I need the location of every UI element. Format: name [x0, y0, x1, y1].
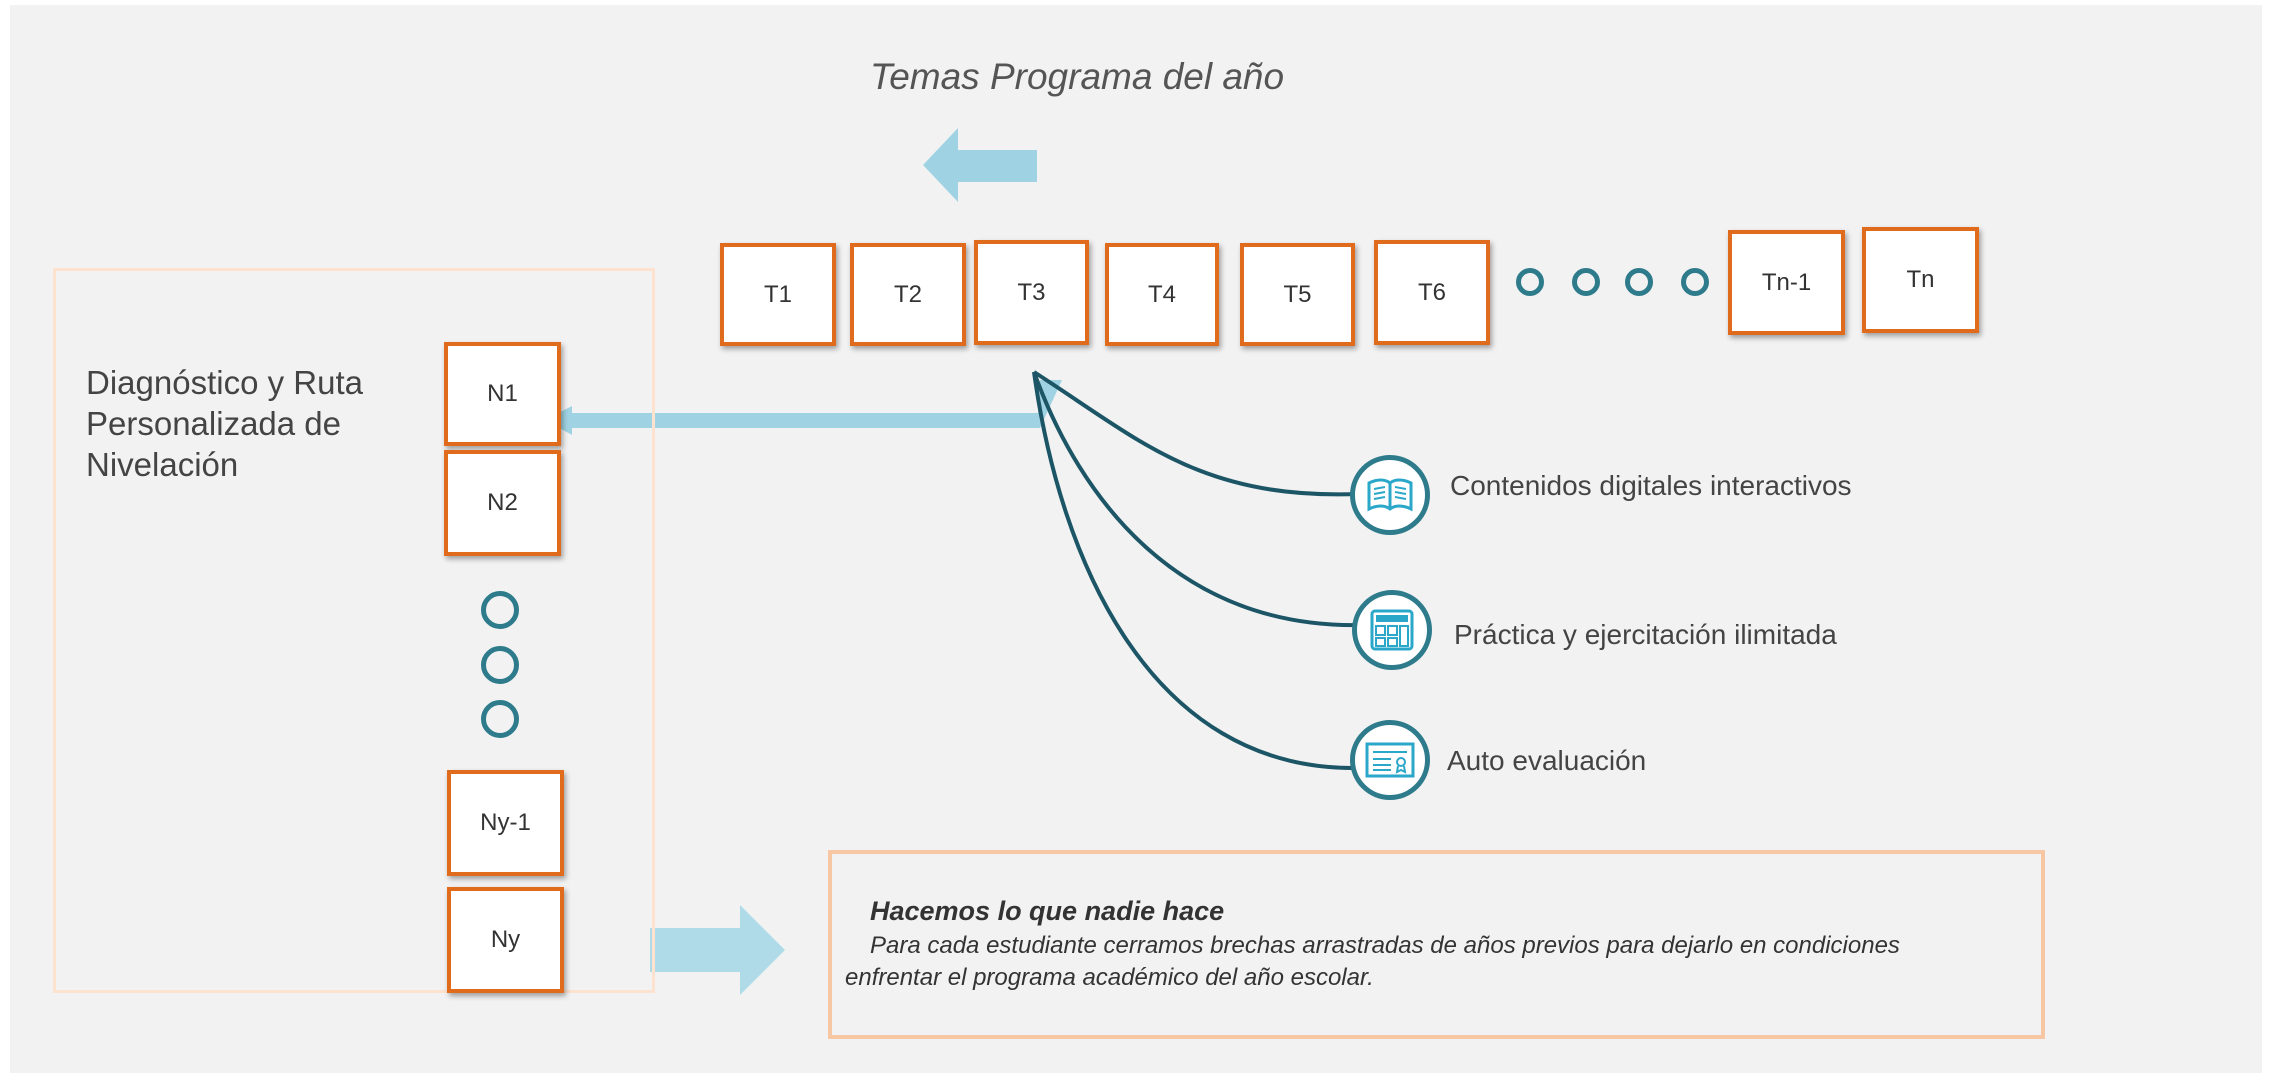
- topic-ellipsis-dot: [1516, 268, 1544, 296]
- topic-ellipsis-dot: [1572, 268, 1600, 296]
- topic-box-t1: T1: [720, 243, 836, 346]
- level-ellipsis-dot: [481, 646, 519, 684]
- topic-box-t5: T5: [1240, 243, 1355, 346]
- level-ellipsis-dot: [481, 700, 519, 738]
- level-ellipsis-dot: [481, 591, 519, 629]
- topic-box-tn-1: Tn-1: [1728, 230, 1845, 335]
- topic-ellipsis-dot: [1625, 268, 1653, 296]
- level-box-ny: Ny: [447, 887, 564, 993]
- calculator-icon: [1352, 590, 1432, 670]
- message-box: [828, 850, 2045, 1039]
- level-box-n1: N1: [444, 342, 561, 446]
- diagram-title: Temas Programa del año: [870, 56, 1285, 97]
- level-box-ny-1: Ny-1: [447, 770, 564, 876]
- diagnostic-frame: [53, 268, 655, 993]
- diagnostic-label: Diagnóstico y Ruta Personalizada de Nive…: [86, 364, 363, 483]
- topic-box-tn: Tn: [1862, 227, 1979, 333]
- right-arrow-bottom: [650, 905, 785, 995]
- resource-label-contenidos: Contenidos digitales interactivos: [1450, 470, 1852, 501]
- curve-to-contenidos: [1032, 370, 1361, 497]
- curve-to-auto: [1032, 371, 1357, 771]
- left-arrow-top: [923, 128, 1037, 202]
- curve-to-practica: [1032, 371, 1365, 628]
- arrow-to-n1: [545, 380, 1062, 435]
- topic-box-t2: T2: [850, 243, 966, 346]
- message-body: Para cada estudiante cerramos brechas ar…: [845, 932, 1900, 991]
- topic-box-t4: T4: [1105, 243, 1219, 346]
- resource-label-practica: Práctica y ejercitación ilimitada: [1454, 619, 1837, 650]
- level-box-n2: N2: [444, 450, 561, 556]
- topic-ellipsis-dot: [1681, 268, 1709, 296]
- message-title: Hacemos lo que nadie hace: [870, 896, 1225, 926]
- certificate-icon: [1350, 720, 1430, 800]
- topic-box-t3: T3: [974, 240, 1089, 345]
- book-icon: [1350, 455, 1430, 535]
- topic-box-t6: T6: [1374, 240, 1490, 345]
- resource-label-auto: Auto evaluación: [1447, 745, 1647, 776]
